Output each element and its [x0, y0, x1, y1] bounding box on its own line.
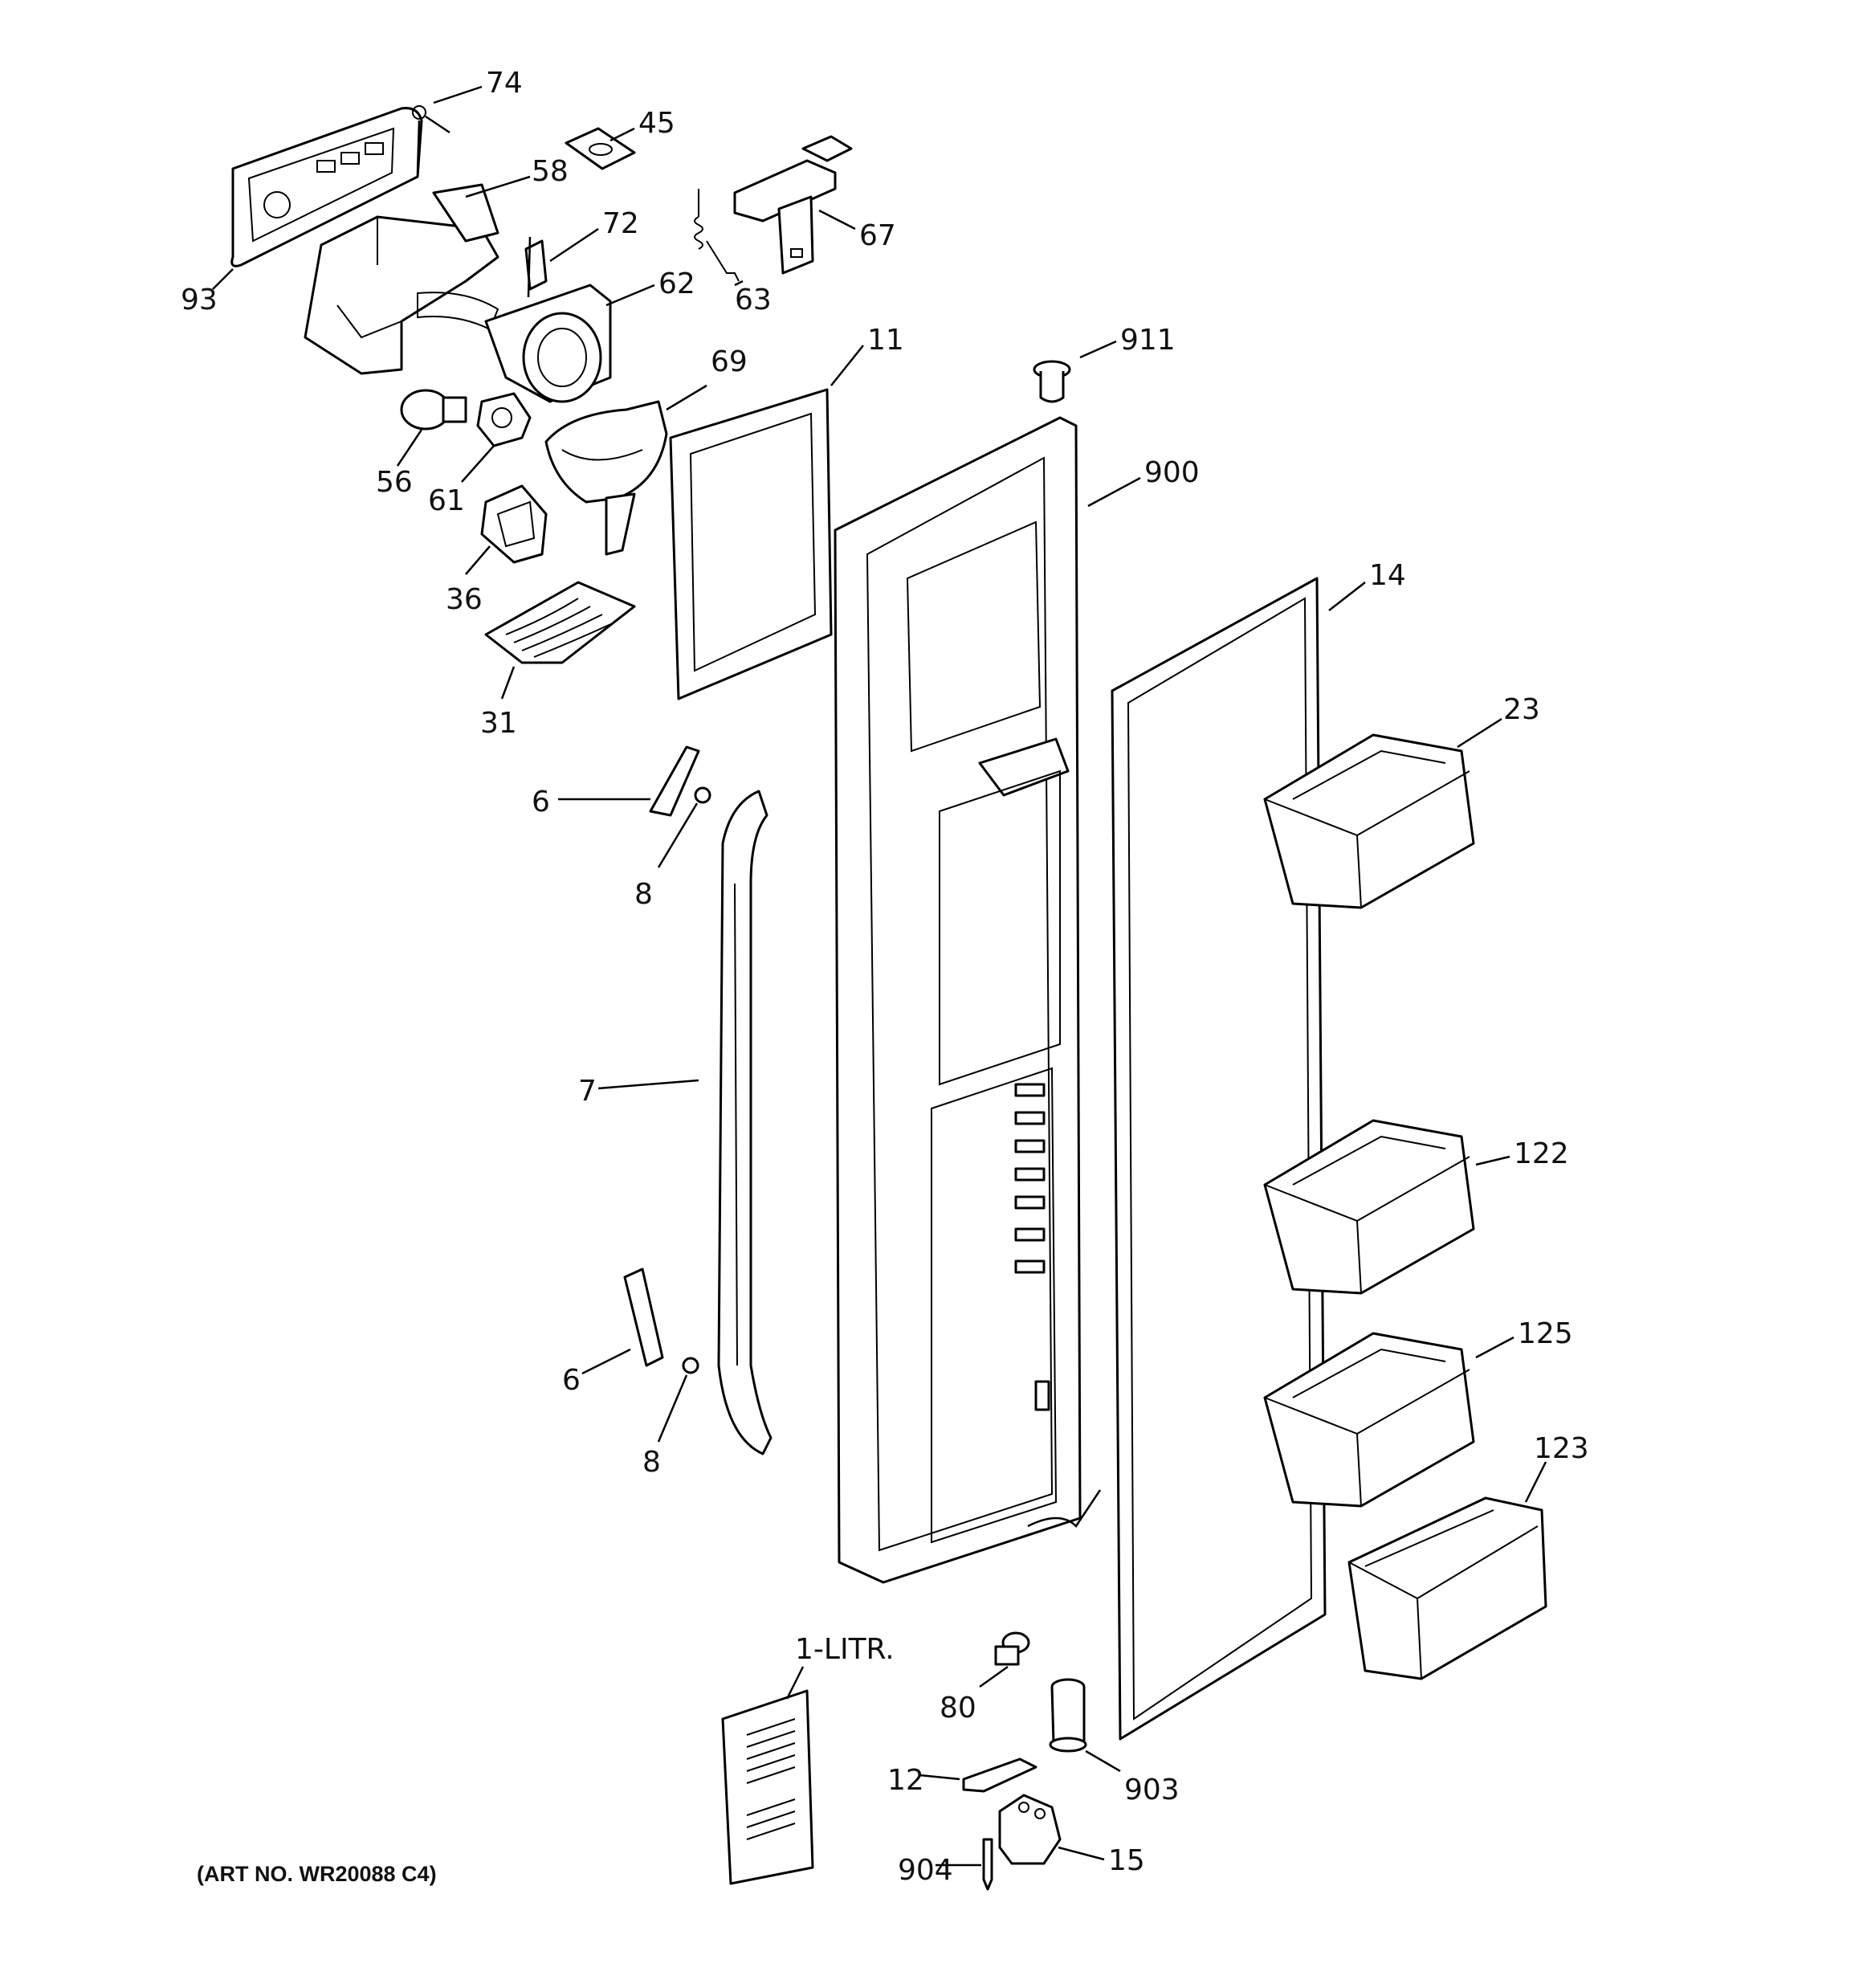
callout-58: 58: [532, 155, 569, 188]
callout-904: 904: [898, 1854, 953, 1887]
part-900-door: [834, 416, 1141, 1584]
callout-69: 69: [711, 345, 748, 378]
part-8-screw-upper: [657, 786, 711, 868]
part-123-bin: [1347, 1461, 1547, 1680]
callout-45: 45: [638, 107, 675, 140]
part-67-lever: [733, 135, 856, 275]
callout-72: 72: [602, 207, 639, 240]
part-36-actuator: [465, 484, 548, 575]
part-62-motor-ring: [484, 284, 655, 403]
callout-23: 23: [1503, 693, 1540, 726]
part-11-frame: [669, 345, 864, 700]
callout-900: 900: [1144, 456, 1200, 489]
callout-123: 123: [1534, 1432, 1589, 1465]
callout-93: 93: [181, 284, 218, 316]
callout-14: 14: [1369, 559, 1406, 592]
part-63-spring: [694, 189, 744, 287]
part-7-handle: [597, 790, 773, 1455]
part-31-grille: [484, 581, 636, 700]
callout-11: 11: [867, 324, 904, 357]
part-80-plug: [979, 1631, 1030, 1688]
part-6-endcap-lower: [581, 1268, 664, 1375]
callout-62: 62: [658, 267, 695, 300]
part-15-hinge: [998, 1794, 1105, 1865]
callout-36: 36: [446, 583, 483, 616]
callout-7: 7: [578, 1075, 597, 1108]
callout-61: 61: [428, 484, 465, 517]
part-903-pin: [1049, 1678, 1121, 1773]
part-93-control-panel: [212, 107, 423, 290]
callout-56: 56: [376, 466, 413, 499]
callout-122: 122: [1514, 1137, 1569, 1170]
callout-125: 125: [1518, 1317, 1573, 1350]
callout-903: 903: [1124, 1774, 1180, 1806]
part-23-bin: [1263, 717, 1502, 909]
part-74-spring: [412, 85, 483, 173]
art-number: (ART NO. WR20088 C4): [197, 1862, 437, 1886]
part-125-bin: [1263, 1332, 1514, 1508]
callout-80: 80: [940, 1692, 976, 1725]
part-6-endcap-upper: [558, 745, 700, 817]
part-911-bushing: [1033, 340, 1117, 403]
part-12-bracket: [919, 1757, 1037, 1793]
part-122-bin: [1263, 1119, 1510, 1295]
callout-911: 911: [1120, 324, 1176, 357]
callout-12: 12: [887, 1764, 924, 1797]
callout-67: 67: [859, 219, 896, 252]
part-69-chute: [544, 384, 707, 556]
part-904-screw: [936, 1838, 993, 1891]
part-8-screw-lower: [657, 1357, 699, 1443]
part-61-socket: [461, 392, 532, 483]
part-14-gasket: [1111, 577, 1366, 1741]
callout-63: 63: [735, 284, 772, 316]
door-shelf-clips: [1014, 1083, 1046, 1274]
part-56-bulb: [396, 389, 467, 467]
part-45-bracket: [565, 127, 636, 170]
callout-1litr: 1-LITR.: [795, 1633, 895, 1666]
callout-31: 31: [480, 707, 517, 740]
callout-74: 74: [486, 67, 523, 100]
callout-15: 15: [1108, 1844, 1145, 1877]
part-58-housing: [304, 175, 531, 375]
callout-labels: 74 45 58 72 67 63 93 62 11 69 911 56 61 …: [181, 67, 1589, 1887]
callout-8-lower: 8: [642, 1446, 661, 1479]
part-72-switch: [524, 227, 599, 298]
part-1litr-cover: [721, 1666, 814, 1885]
callout-8-upper: 8: [634, 878, 653, 911]
callout-6-upper: 6: [532, 786, 550, 818]
callout-6-lower: 6: [562, 1364, 581, 1397]
